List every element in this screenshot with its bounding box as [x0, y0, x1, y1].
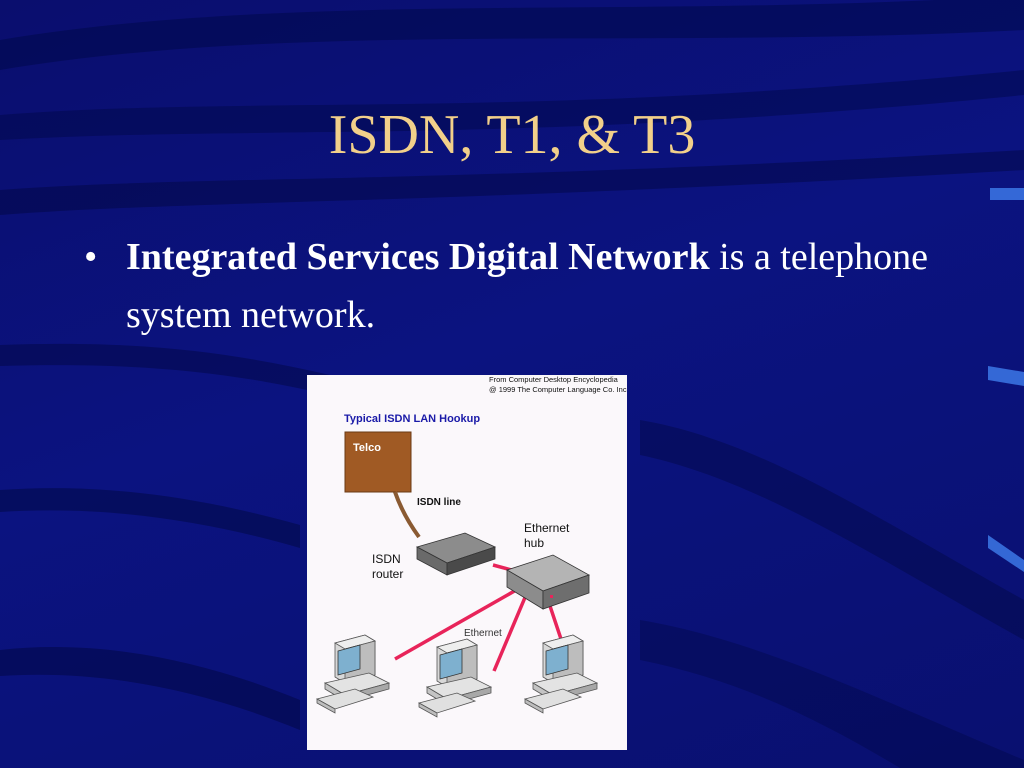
ethernet-cables [394, 563, 565, 672]
ethernet-hub-icon [506, 554, 590, 610]
router-icon [415, 532, 497, 576]
isdn-diagram: From Computer Desktop Encyclopedia @ 199… [307, 375, 627, 750]
isdn-line-label: ISDN line [417, 497, 461, 508]
diagram-credit-line-1: From Computer Desktop Encyclopedia [489, 375, 619, 384]
ethernet-label: Ethernet [464, 628, 502, 639]
bullet-item: • Integrated Services Digital Network is… [84, 228, 944, 344]
bullet-text: is a telephone system network. [126, 236, 929, 336]
bullet-bold-term: Integrated Services Digital Network [126, 236, 710, 278]
isdn-diagram-drawing: From Computer Desktop Encyclopedia @ 199… [316, 375, 627, 718]
router-label-line-2: router [372, 567, 403, 581]
computer-icon [524, 634, 598, 714]
telco-box [344, 431, 412, 493]
bullet-point-icon: • [84, 236, 98, 278]
slide-title: ISDN, T1, & T3 [328, 104, 696, 166]
diagram-credit-line-2: @ 1999 The Computer Language Co. Inc. [489, 385, 627, 394]
router-label-line-1: ISDN [372, 552, 401, 566]
computer-icon [418, 638, 492, 718]
hub-label-line-2: hub [524, 536, 544, 550]
bullet-list: • Integrated Services Digital Network is… [84, 228, 944, 344]
diagram-heading: Typical ISDN LAN Hookup [344, 413, 480, 425]
hub-label-line-1: Ethernet [524, 521, 570, 535]
isdn-line [393, 491, 421, 539]
computer-icon [316, 634, 390, 714]
telco-label: Telco [353, 442, 381, 454]
